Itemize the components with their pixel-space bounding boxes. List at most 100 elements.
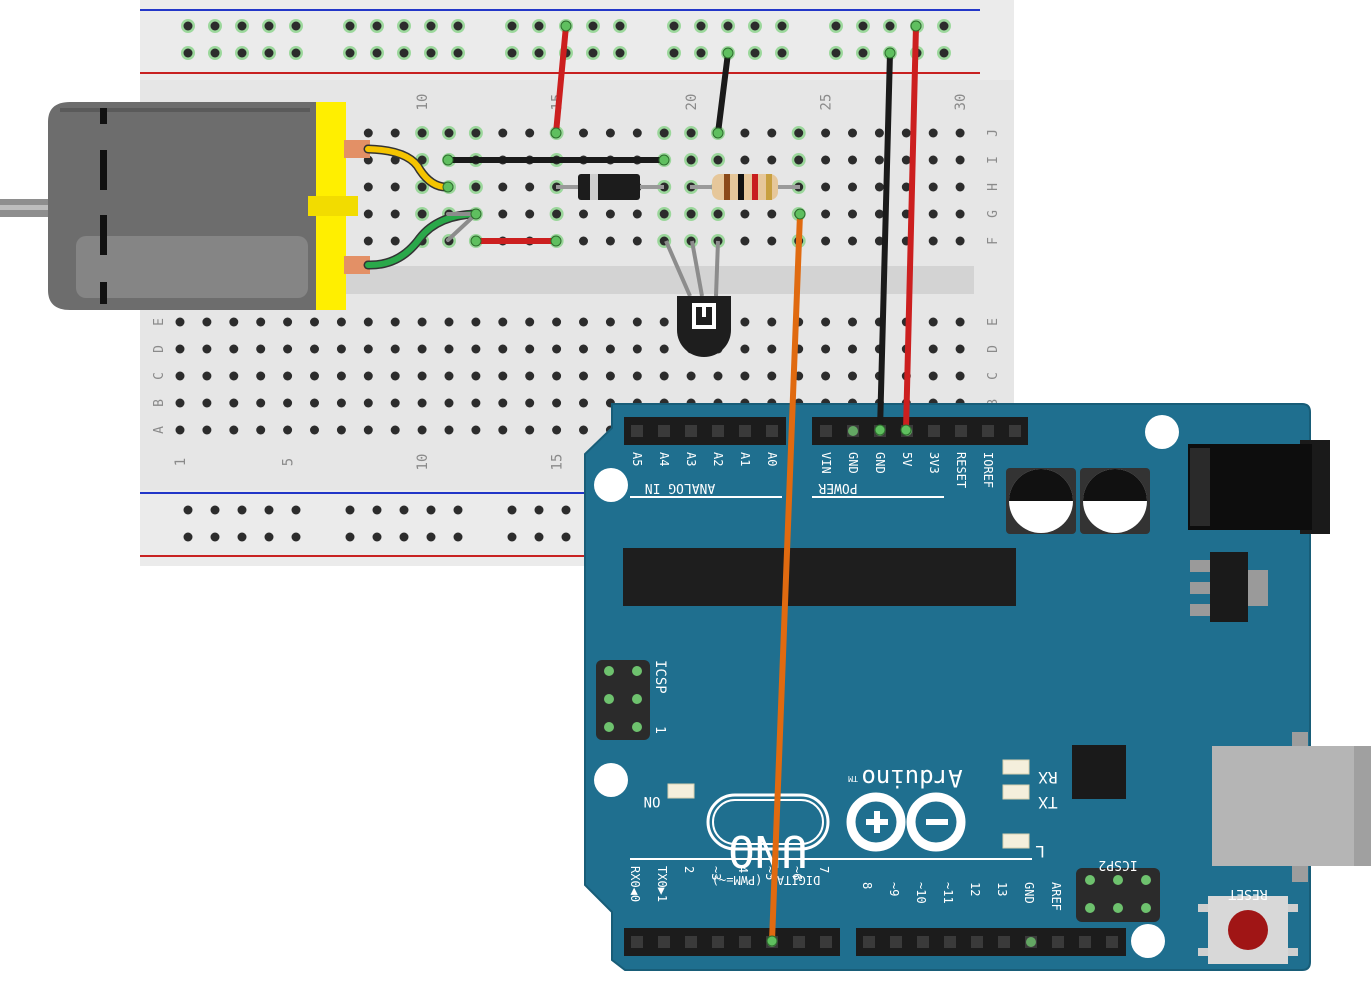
row-letter: I: [986, 156, 1001, 164]
breadboard-hole: [444, 344, 454, 354]
header-pin: [658, 425, 670, 437]
breadboard-hole: [498, 425, 508, 435]
column-number: 10: [415, 454, 431, 471]
breadboard-hole: [740, 236, 750, 246]
rail-hole: [291, 48, 301, 58]
wire-motor-green: [365, 211, 479, 269]
breadboard-hole: [336, 425, 346, 435]
breadboard-hole: [848, 155, 857, 165]
wire-end: [470, 208, 482, 220]
rail-hole: [426, 505, 436, 515]
header-pin: [1079, 936, 1091, 948]
rail-hole: [696, 21, 706, 31]
icsp-pin1-label: 1: [652, 726, 667, 734]
header-pin: [685, 425, 697, 437]
capacitor: [1006, 468, 1076, 534]
rail-hole: [237, 21, 247, 31]
breadboard-labels: 1510101515202530JIHGFEEDDCCBBAA: [152, 94, 1001, 471]
breadboard-hole: [848, 236, 857, 246]
breadboard-hole: [848, 371, 857, 381]
breadboard-hole: [175, 344, 185, 354]
rail-hole: [669, 21, 679, 31]
row-letter: F: [986, 237, 1001, 245]
rail-hole: [588, 21, 598, 31]
breadboard-hole: [363, 209, 373, 219]
rail-hole: [183, 48, 193, 58]
capacitor: [1080, 468, 1150, 534]
header-pin: [998, 936, 1010, 948]
breadboard-hole: [767, 371, 777, 381]
power-header: [812, 417, 1028, 445]
breadboard-hole: [336, 344, 346, 354]
breadboard-hole: [229, 344, 239, 354]
microcontroller-chip: [623, 548, 1016, 606]
breadboard-hole: [256, 344, 266, 354]
breadboard-hole: [310, 398, 319, 408]
resistor: [690, 174, 800, 200]
breadboard-hole: [605, 209, 615, 219]
breadboard-hole: [686, 371, 696, 381]
mounting-hole: [1131, 924, 1165, 958]
breadboard-hole: [928, 344, 938, 354]
top-power-rail: [140, 0, 1014, 80]
breadboard-hole: [444, 398, 454, 408]
rail-hole: [426, 21, 436, 31]
header-pin: [739, 936, 751, 948]
wire-gnd: [877, 50, 893, 433]
rail-hole: [831, 48, 841, 58]
rail-hole: [345, 48, 355, 58]
digital-pin-label: 8: [860, 882, 874, 889]
wire-end: [722, 47, 734, 59]
breadboard-hole: [579, 344, 588, 354]
arduino-logo-text: Arduino: [861, 764, 962, 792]
breadboard-hole: [605, 344, 615, 354]
breadboard-hole: [605, 128, 615, 138]
header-pin: [658, 936, 670, 948]
breadboard-hole: [310, 317, 319, 327]
breadboard-hole: [363, 344, 373, 354]
header-pin: [971, 936, 983, 948]
breadboard-hole: [229, 371, 239, 381]
breadboard-hole: [417, 182, 427, 192]
rail-hole: [696, 48, 706, 58]
breadboard-hole: [283, 425, 293, 435]
power-pin-label: GND: [873, 452, 887, 474]
analog-pin-label: A5: [630, 452, 644, 466]
wire-end: [884, 47, 896, 59]
breadboard-hole: [632, 371, 642, 381]
breadboard-hole: [955, 128, 965, 138]
breadboard-hole: [686, 128, 696, 138]
mounting-hole: [594, 763, 628, 797]
dc-power-jack: [1188, 440, 1330, 534]
header-pin: [820, 936, 832, 948]
breadboard-hole: [821, 236, 831, 246]
icsp-label: ICSP: [652, 660, 668, 694]
rail-hole: [345, 532, 355, 542]
breadboard-hole: [175, 425, 185, 435]
breadboard-hole: [417, 344, 427, 354]
breadboard-hole: [202, 344, 212, 354]
wire-end: [794, 208, 806, 220]
breadboard-hole: [955, 371, 965, 381]
rail-hole: [345, 505, 355, 515]
wire-ends: [442, 20, 922, 947]
rail-hole: [858, 21, 868, 31]
breadboard-hole: [928, 209, 938, 219]
reset-button[interactable]: [1198, 896, 1298, 964]
breadboard-hole: [202, 371, 212, 381]
breadboard-hole: [605, 236, 615, 246]
breadboard-hole: [390, 209, 400, 219]
row-letter: C: [152, 372, 167, 380]
breadboard-hole: [552, 344, 562, 354]
breadboard-hole: [848, 182, 857, 192]
breadboard-hole: [659, 344, 669, 354]
breadboard-hole: [417, 398, 427, 408]
rail-hole: [399, 505, 409, 515]
header-pin: [766, 425, 778, 437]
wire-end: [712, 127, 724, 139]
row-letter: A: [152, 426, 167, 434]
breadboard-hole: [310, 344, 319, 354]
breadboard-hole: [928, 128, 938, 138]
breadboard-hole: [498, 317, 508, 327]
rail-hole: [534, 21, 544, 31]
